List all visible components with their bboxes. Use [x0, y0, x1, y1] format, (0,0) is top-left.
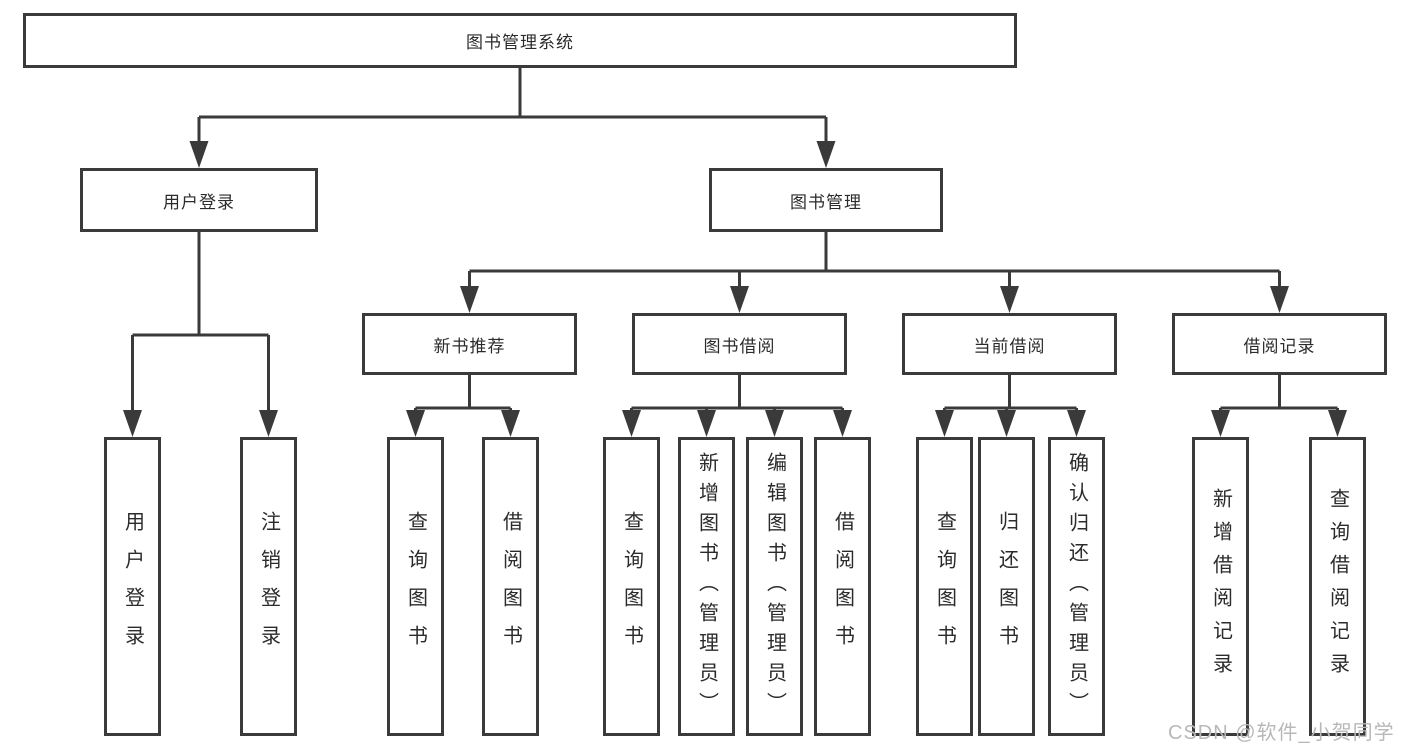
watermark: CSDN @软件_小贺同学	[1168, 722, 1395, 744]
node-book-management-label: 图书管理	[790, 192, 862, 212]
arrowhead	[1328, 410, 1347, 437]
leaf-logout-label: 注销登录	[257, 510, 280, 663]
leaf-confirm-return-admin-label: 确认归还（管理员）	[1065, 451, 1088, 722]
leaf-query-books-current: 查询图书	[916, 437, 973, 736]
arrowhead	[833, 410, 852, 437]
leaf-query-borrow-record-label: 查询借阅记录	[1326, 487, 1349, 686]
leaf-user-login-label: 用户登录	[121, 510, 144, 663]
leaf-borrow-books: 借阅图书	[814, 437, 871, 736]
leaf-borrow-books-recommend-label: 借阅图书	[499, 510, 522, 663]
leaf-user-login: 用户登录	[104, 437, 161, 736]
leaf-borrow-books-recommend: 借阅图书	[482, 437, 539, 736]
node-new-book-recommend-label: 新书推荐	[433, 336, 506, 356]
arrowhead	[406, 410, 425, 437]
node-user-login-label: 用户登录	[163, 192, 235, 212]
arrowhead	[1067, 410, 1086, 437]
leaf-return-book: 归还图书	[978, 437, 1035, 736]
leaf-edit-book-admin-label: 编辑图书（管理员）	[763, 451, 786, 722]
arrowhead	[1000, 286, 1019, 313]
leaf-add-book-admin-label: 新增图书（管理员）	[695, 451, 718, 722]
leaf-confirm-return-admin: 确认归还（管理员）	[1048, 437, 1105, 736]
leaf-logout: 注销登录	[240, 437, 297, 736]
node-borrow-records: 借阅记录	[1172, 313, 1387, 375]
arrowhead	[123, 410, 142, 437]
leaf-query-books-recommend-label: 查询图书	[404, 510, 427, 663]
arrowhead	[997, 410, 1016, 437]
leaf-add-borrow-record: 新增借阅记录	[1192, 437, 1249, 736]
node-new-book-recommend: 新书推荐	[362, 313, 577, 375]
leaf-query-books-recommend: 查询图书	[387, 437, 444, 736]
node-root-label: 图书管理系统	[466, 33, 574, 52]
node-current-borrow-label: 当前借阅	[973, 336, 1046, 356]
node-borrow-records-label: 借阅记录	[1243, 336, 1316, 356]
arrowhead	[1270, 286, 1289, 313]
arrowhead	[730, 286, 749, 313]
node-current-borrow: 当前借阅	[902, 313, 1117, 375]
node-book-management: 图书管理	[709, 168, 943, 232]
leaf-borrow-books-label: 借阅图书	[831, 510, 854, 663]
node-book-borrow: 图书借阅	[632, 313, 847, 375]
leaf-query-books-current-label: 查询图书	[933, 510, 956, 663]
arrowhead	[501, 410, 520, 437]
leaf-query-books-borrow: 查询图书	[603, 437, 660, 736]
arrowhead	[622, 410, 641, 437]
arrowhead	[189, 141, 209, 168]
arrowhead	[765, 410, 784, 437]
node-root: 图书管理系统	[23, 13, 1017, 68]
leaf-add-borrow-record-label: 新增借阅记录	[1209, 487, 1232, 686]
arrowhead	[259, 410, 278, 437]
arrowheads	[123, 141, 1347, 437]
leaf-query-borrow-record: 查询借阅记录	[1309, 437, 1366, 736]
arrowhead	[460, 286, 479, 313]
leaf-return-book-label: 归还图书	[995, 510, 1018, 663]
leaf-add-book-admin: 新增图书（管理员）	[678, 437, 735, 736]
arrowhead	[816, 141, 836, 168]
arrowhead	[1211, 410, 1230, 437]
node-user-login: 用户登录	[80, 168, 318, 232]
node-book-borrow-label: 图书借阅	[703, 336, 776, 356]
arrowhead	[935, 410, 954, 437]
arrowhead	[697, 410, 716, 437]
leaf-edit-book-admin: 编辑图书（管理员）	[746, 437, 803, 736]
leaf-query-books-borrow-label: 查询图书	[620, 510, 643, 663]
